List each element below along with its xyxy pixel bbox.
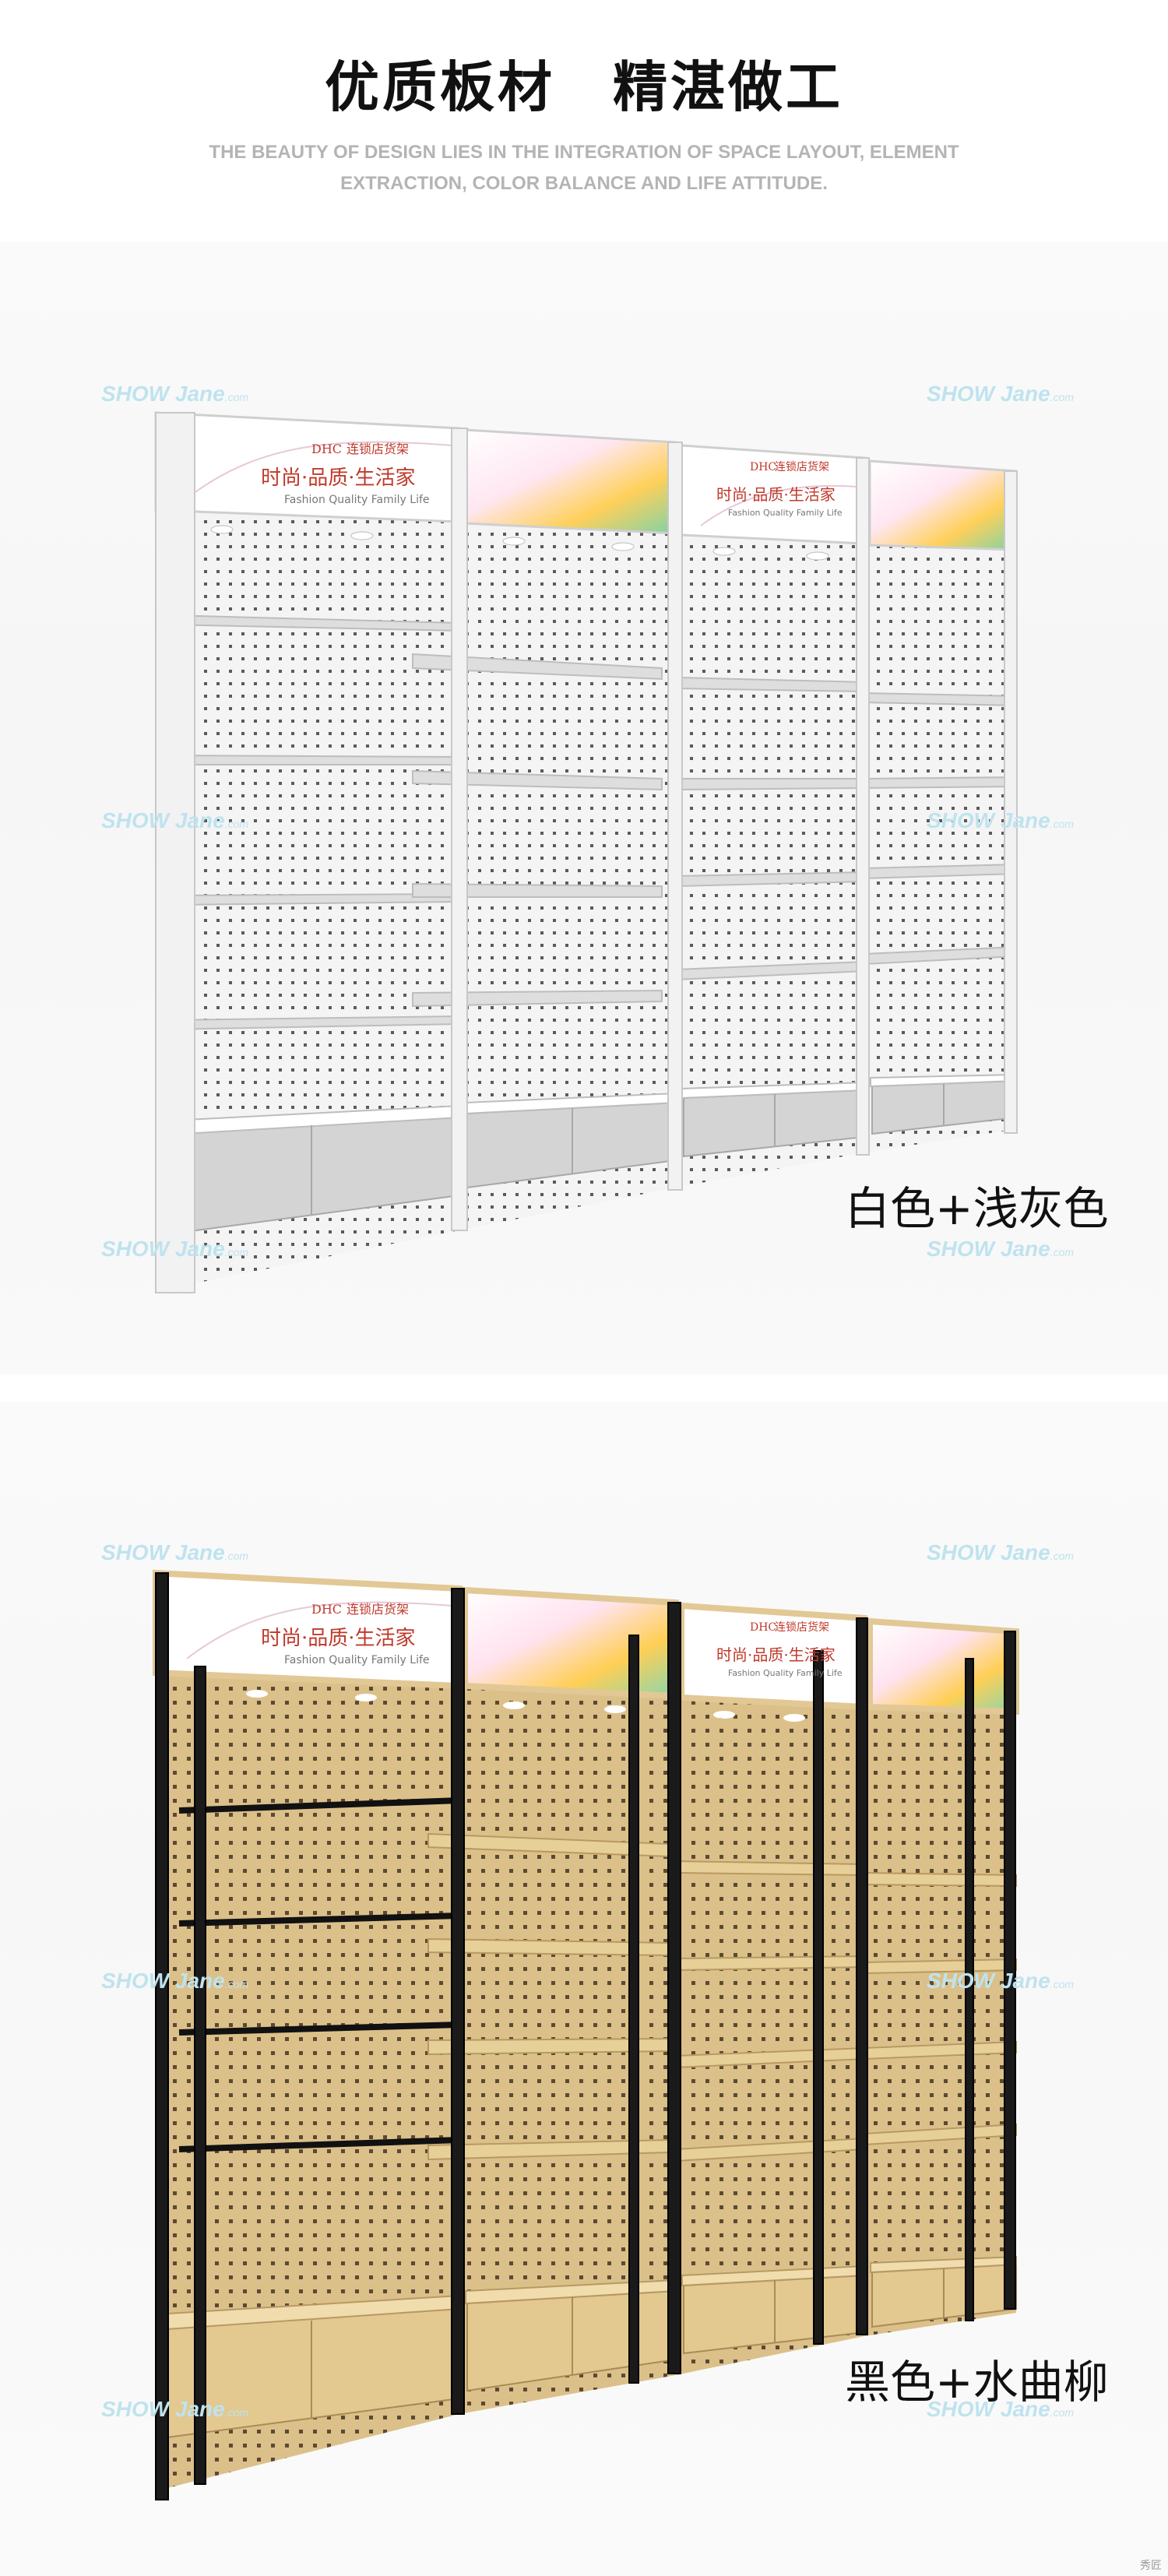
watermark: SHOW Jane.com [927, 1540, 1075, 1564]
sign-store: 连锁店货架 [347, 442, 409, 456]
sign-panel-text: DHC 连锁店货架 时尚·品质·生活家 Fashion Quality Fami… [261, 442, 430, 506]
sign-slogan: 时尚·品质·生活家 [716, 485, 836, 504]
page-subtitle: THE BEAUTY OF DESIGN LIES IN THE INTEGRA… [209, 142, 959, 194]
corner-mark: 秀匠 [1140, 2560, 1162, 2572]
watermark: SHOW Jane.com [101, 1540, 249, 1564]
sign-panel-text: DHC 连锁店货架 时尚·品质·生活家 Fashion Quality Fami… [716, 460, 843, 518]
watermark: SHOW Jane.com [927, 1237, 1075, 1261]
watermark: SHOW Jane.com [927, 2397, 1075, 2421]
sign-slogan: 时尚·品质·生活家 [261, 466, 416, 490]
sign-store: 连锁店货架 [775, 1621, 829, 1634]
sign-brand: DHC [311, 442, 342, 456]
sign-english: Fashion Quality Family Life [284, 494, 430, 506]
page-header: 优质板材 精湛做工 THE BEAUTY OF DESIGN LIES IN T… [0, 0, 1168, 234]
sign-store: 连锁店货架 [347, 1602, 409, 1617]
watermark: SHOW Jane.com [101, 382, 249, 406]
sign-panel-text: DHC 连锁店货架 时尚·品质·生活家 Fashion Quality Fami… [261, 1602, 430, 1666]
shelf-illustration-black [153, 1569, 1019, 2500]
watermark: SHOW Jane.com [927, 1969, 1075, 1993]
sign-brand: DHC [311, 1602, 342, 1617]
watermark: SHOW Jane.com [101, 2397, 249, 2421]
sign-brand: DHC [750, 1621, 776, 1634]
color-label-black: 黑色+水曲柳 [845, 2356, 1109, 2409]
sign-panel-text: DHC 连锁店货架 时尚·品质·生活家 Fashion Quality Fami… [716, 1621, 843, 1678]
color-label-white: 白色+浅灰色 [845, 1182, 1109, 1235]
page-title: 优质板材 精湛做工 [325, 55, 843, 119]
sign-brand: DHC [750, 461, 776, 473]
sign-english: Fashion Quality Family Life [728, 508, 843, 518]
watermark: SHOW Jane.com [101, 808, 249, 832]
sign-english: Fashion Quality Family Life [284, 1654, 430, 1666]
watermark: SHOW Jane.com [101, 1237, 249, 1261]
watermark: SHOW Jane.com [927, 382, 1075, 406]
watermark: SHOW Jane.com [927, 808, 1075, 832]
product-panel-white: SHOW Jane.com SHOW Jane.com SHOW Jane.co… [0, 241, 1168, 1374]
watermark: SHOW Jane.com [101, 1969, 249, 1993]
shelf-illustration-white [154, 411, 1018, 1293]
sign-english: Fashion Quality Family Life [728, 1668, 843, 1678]
sign-slogan: 时尚·品质·生活家 [716, 1645, 836, 1664]
sign-slogan: 时尚·品质·生活家 [261, 1627, 416, 1650]
product-panel-black: SHOW Jane.com SHOW Jane.com SHOW Jane.co… [0, 1402, 1168, 2576]
sign-store: 连锁店货架 [775, 460, 829, 473]
